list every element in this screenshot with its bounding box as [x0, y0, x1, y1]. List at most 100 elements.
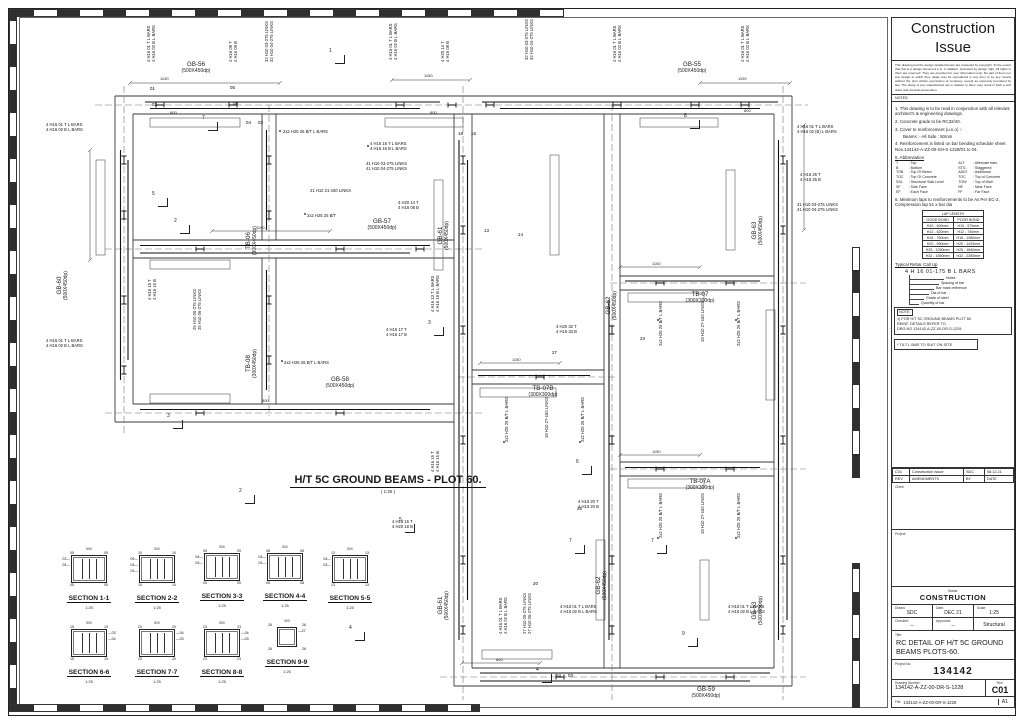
bar-mark-label: 26 — [577, 506, 582, 511]
rebar-annotation: 21 H10 21-150 LINKS — [310, 188, 351, 193]
rebar-annotation: 2x2 H25 26 B/T L BARS — [284, 360, 329, 365]
title-label: Title: — [895, 633, 903, 637]
note-box-line: 1) FOR H/T 5C GROUND BEAMS PLOT 60 — [897, 317, 971, 322]
rebar-annotation: 4 H16 20 T 4 H16 20 B — [578, 499, 599, 510]
bar-mark-label: 08 — [233, 101, 238, 106]
section-cut-number: 1 — [329, 48, 332, 54]
section-scale: 1:25 — [85, 680, 93, 684]
border-scale-strip-right-upper — [852, 247, 860, 478]
section-width-dim: 500 — [347, 547, 353, 551]
section-cut-flag: 4 — [536, 667, 552, 683]
section-width-dim: 500 — [154, 547, 160, 551]
section-cut-flag: 6 — [576, 459, 592, 475]
section-box-row: 04—03— — [254, 553, 316, 581]
rebar-annotation: 19 H10 27-150 LINKS — [700, 301, 705, 342]
bar-mark-label: 04 — [246, 120, 251, 125]
rebar-annotation: 4 H16 17 T 4 H16 17 B — [386, 327, 407, 338]
beam-label: TB-07A(300X300dp) — [685, 478, 715, 491]
project-number-label: Project No: — [895, 662, 912, 666]
section-name: SECTION 1-1 — [66, 595, 112, 603]
rebar-annotation: 19 H10 27-150 LINKS — [544, 397, 549, 438]
section-cut-flag: 1 — [329, 48, 345, 64]
section-cut-number: 3 — [167, 413, 170, 419]
rebar-annotation: 41 H10 03-275 LINKS 41 H10 04-275 LINKS — [366, 161, 407, 172]
dimension-label: 1150 — [512, 357, 521, 362]
plan-title-block: H/T 5C GROUND BEAMS - PLOT 60. ( 1:25 ) — [248, 470, 528, 494]
dimension-label: 800 — [496, 657, 503, 662]
note-item: 2. Concrete grade to be RC32/40. — [895, 119, 961, 125]
abbrev-cell: : Top of Concrete — [972, 175, 1001, 180]
checked-cell: Checked:-- — [892, 618, 933, 630]
drawn-value: SDC — [906, 610, 918, 616]
note-item: 1. This drawing is to be read in conjunc… — [895, 105, 1010, 117]
section-box-row: —04—03 — [126, 629, 188, 657]
section-name: SECTION 7-7 — [134, 669, 180, 677]
callup-legend-row: Quantity of bar — [909, 300, 1011, 306]
section-name: SECTION 2-2 — [134, 595, 180, 603]
section-box-row: 09—04—03— — [126, 555, 188, 583]
section-cut-number: 7 — [569, 538, 572, 544]
section-side-marks: —04—03 — [176, 631, 184, 641]
section-cut-flag: 4 — [349, 625, 365, 641]
section-box-row: 04—03— — [191, 553, 253, 581]
section-cut-number: 5 — [399, 517, 402, 523]
dimension-label: 1150 — [256, 225, 265, 230]
section-scale: 1:25 — [85, 606, 93, 610]
abbrev-cell: TOW — [958, 180, 967, 185]
dimension-label: 1150 — [424, 73, 433, 78]
section-cut-number: 9 — [682, 631, 685, 637]
section-width-dim: 500 — [219, 545, 225, 549]
section-cut-flag: 8 — [684, 113, 700, 129]
callup-leader-line — [909, 285, 934, 291]
bar-mark-label: 03 — [568, 673, 573, 678]
beam-label: TB-08(300X450dp) — [245, 349, 258, 378]
section-scale: 1:25 — [346, 606, 354, 610]
date-value: DEC 21 — [944, 610, 962, 616]
rebar-annotation: 2x2 H25 25 B/T — [307, 213, 337, 218]
note-box-line: DRG.NO 134142-A-ZZ-00-DR-S-1229. — [897, 327, 963, 332]
rebar-annotation: 4 H16 01 T L BARS 4 H16 02 (B) L BARS — [797, 124, 837, 135]
section-name: SECTION 5-5 — [327, 595, 373, 603]
abbrev-cell: SSL — [896, 180, 903, 185]
abbrev-cell: ALT. — [958, 160, 966, 165]
note-box: NOTE: 1) FOR H/T 5C GROUND BEAMS PLOT 60… — [894, 307, 1012, 335]
section-scale: 1:25 — [153, 680, 161, 684]
date-cell: Date:DEC 21 — [933, 605, 974, 617]
abbrev-cell: : Far Face — [972, 189, 990, 194]
dimension-label: 1150 — [652, 449, 661, 454]
tilt-note: * TILT L BAR TO SUIT ON SITE — [894, 338, 978, 350]
section-cut-number: 7 — [651, 538, 654, 544]
abbrev-cell: : Staggered — [972, 165, 992, 170]
sheet-size: A1 — [997, 699, 1011, 705]
discipline-value: Structural — [983, 622, 1005, 628]
section-cut-flag: 3 — [167, 413, 183, 429]
section-cut-number: 5 — [152, 191, 155, 197]
section-cut-number: 7 — [202, 115, 205, 121]
beam-label: GB-61(500X450dp) — [437, 221, 450, 250]
section-beam-outline — [332, 555, 368, 583]
bar-mark-label: 27 — [552, 350, 557, 355]
rebar-annotation: 4 H16 01 T L BARS 4 H16 02 B L BARS — [560, 604, 597, 615]
section-cut-flag: 5 — [399, 517, 415, 533]
title-block: Construction Issue This drawing and the … — [891, 17, 1015, 708]
section-beam-outline — [204, 553, 240, 581]
rebar-annotation: 4 H16 09 T 4 H16 09 B — [228, 41, 239, 62]
abbrev-cell: T — [896, 160, 899, 165]
drawing-number-label: Drawing Number: — [895, 681, 921, 685]
section-box-row: 03—04— — [58, 555, 120, 583]
drawing-title-box: Title: RC DETAIL OF H/T 5C GROUND BEAMS … — [892, 631, 1014, 660]
lap-length-table: LAP LENGTH GOOD BOND POOR BOND H10 - 400… — [921, 210, 985, 260]
status-value: CONSTRUCTION — [919, 593, 987, 602]
abbrev-cell: TOC — [958, 175, 966, 180]
callup-legend-label: Bar mark reference — [936, 286, 967, 291]
notes-header: NOTES: — [892, 94, 1014, 102]
